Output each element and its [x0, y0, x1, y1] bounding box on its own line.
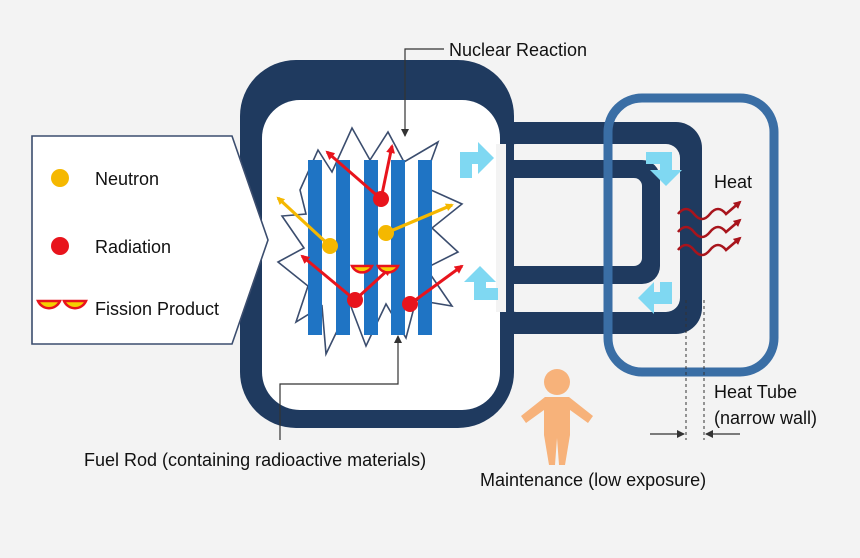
nuclear-reaction-leader	[401, 48, 444, 137]
heat-tube-label: Heat Tube	[714, 382, 797, 402]
inner-loop-hole	[506, 178, 642, 266]
fuel-rod	[418, 160, 432, 335]
fuel-rod-label: Fuel Rod (containing radioactive materia…	[84, 450, 426, 470]
heat-wave-icon	[676, 200, 742, 257]
radiation-path-arrow	[300, 254, 356, 302]
neutron-path-arrow	[385, 203, 454, 235]
coolant-arrow-icon	[460, 142, 494, 178]
fuel-rod-leader	[279, 335, 402, 440]
radiation-path-arrow	[325, 150, 382, 201]
radiation-path-arrow	[409, 264, 464, 306]
vessel-opening	[496, 144, 506, 312]
legend-neutron-label: Neutron	[95, 169, 159, 189]
fission-product-legend-icon	[36, 299, 88, 310]
coolant-flow-arrows	[460, 142, 682, 314]
neutron-paths	[276, 196, 454, 248]
legend-fission-product-label: Fission Product	[95, 299, 219, 319]
heat-tube-wall-label: (narrow wall)	[714, 408, 817, 428]
heat-tube	[603, 93, 779, 377]
fuel-rod	[391, 160, 405, 335]
coolant-arrow-icon	[638, 282, 672, 314]
nuclear-reaction-burst	[276, 126, 464, 358]
radiation-particle	[373, 191, 389, 207]
legend-radiation-label: Radiation	[95, 237, 171, 257]
coolant-arrow-icon	[646, 152, 682, 186]
legend-callout	[31, 135, 269, 345]
radiation-particle	[402, 296, 418, 312]
coolant-arrow-icon	[464, 266, 498, 300]
neutron-particle	[378, 225, 394, 241]
radiation-icon	[51, 237, 69, 255]
neutron-icon	[51, 169, 69, 187]
radiation-path-arrow	[379, 144, 395, 200]
maintenance-label: Maintenance (low exposure)	[480, 470, 706, 490]
heat-label: Heat	[714, 172, 752, 192]
neutron-particle	[322, 238, 338, 254]
fuel-rod	[364, 160, 378, 335]
reactor-chamber	[262, 100, 500, 410]
fuel-rod	[336, 160, 350, 335]
radiation-particle	[347, 292, 363, 308]
fuel-rod	[308, 160, 322, 335]
neutron-path-arrow	[276, 196, 332, 248]
person-icon	[521, 369, 593, 465]
fission-product-icon	[350, 264, 400, 274]
nuclear-reaction-label: Nuclear Reaction	[449, 40, 587, 60]
